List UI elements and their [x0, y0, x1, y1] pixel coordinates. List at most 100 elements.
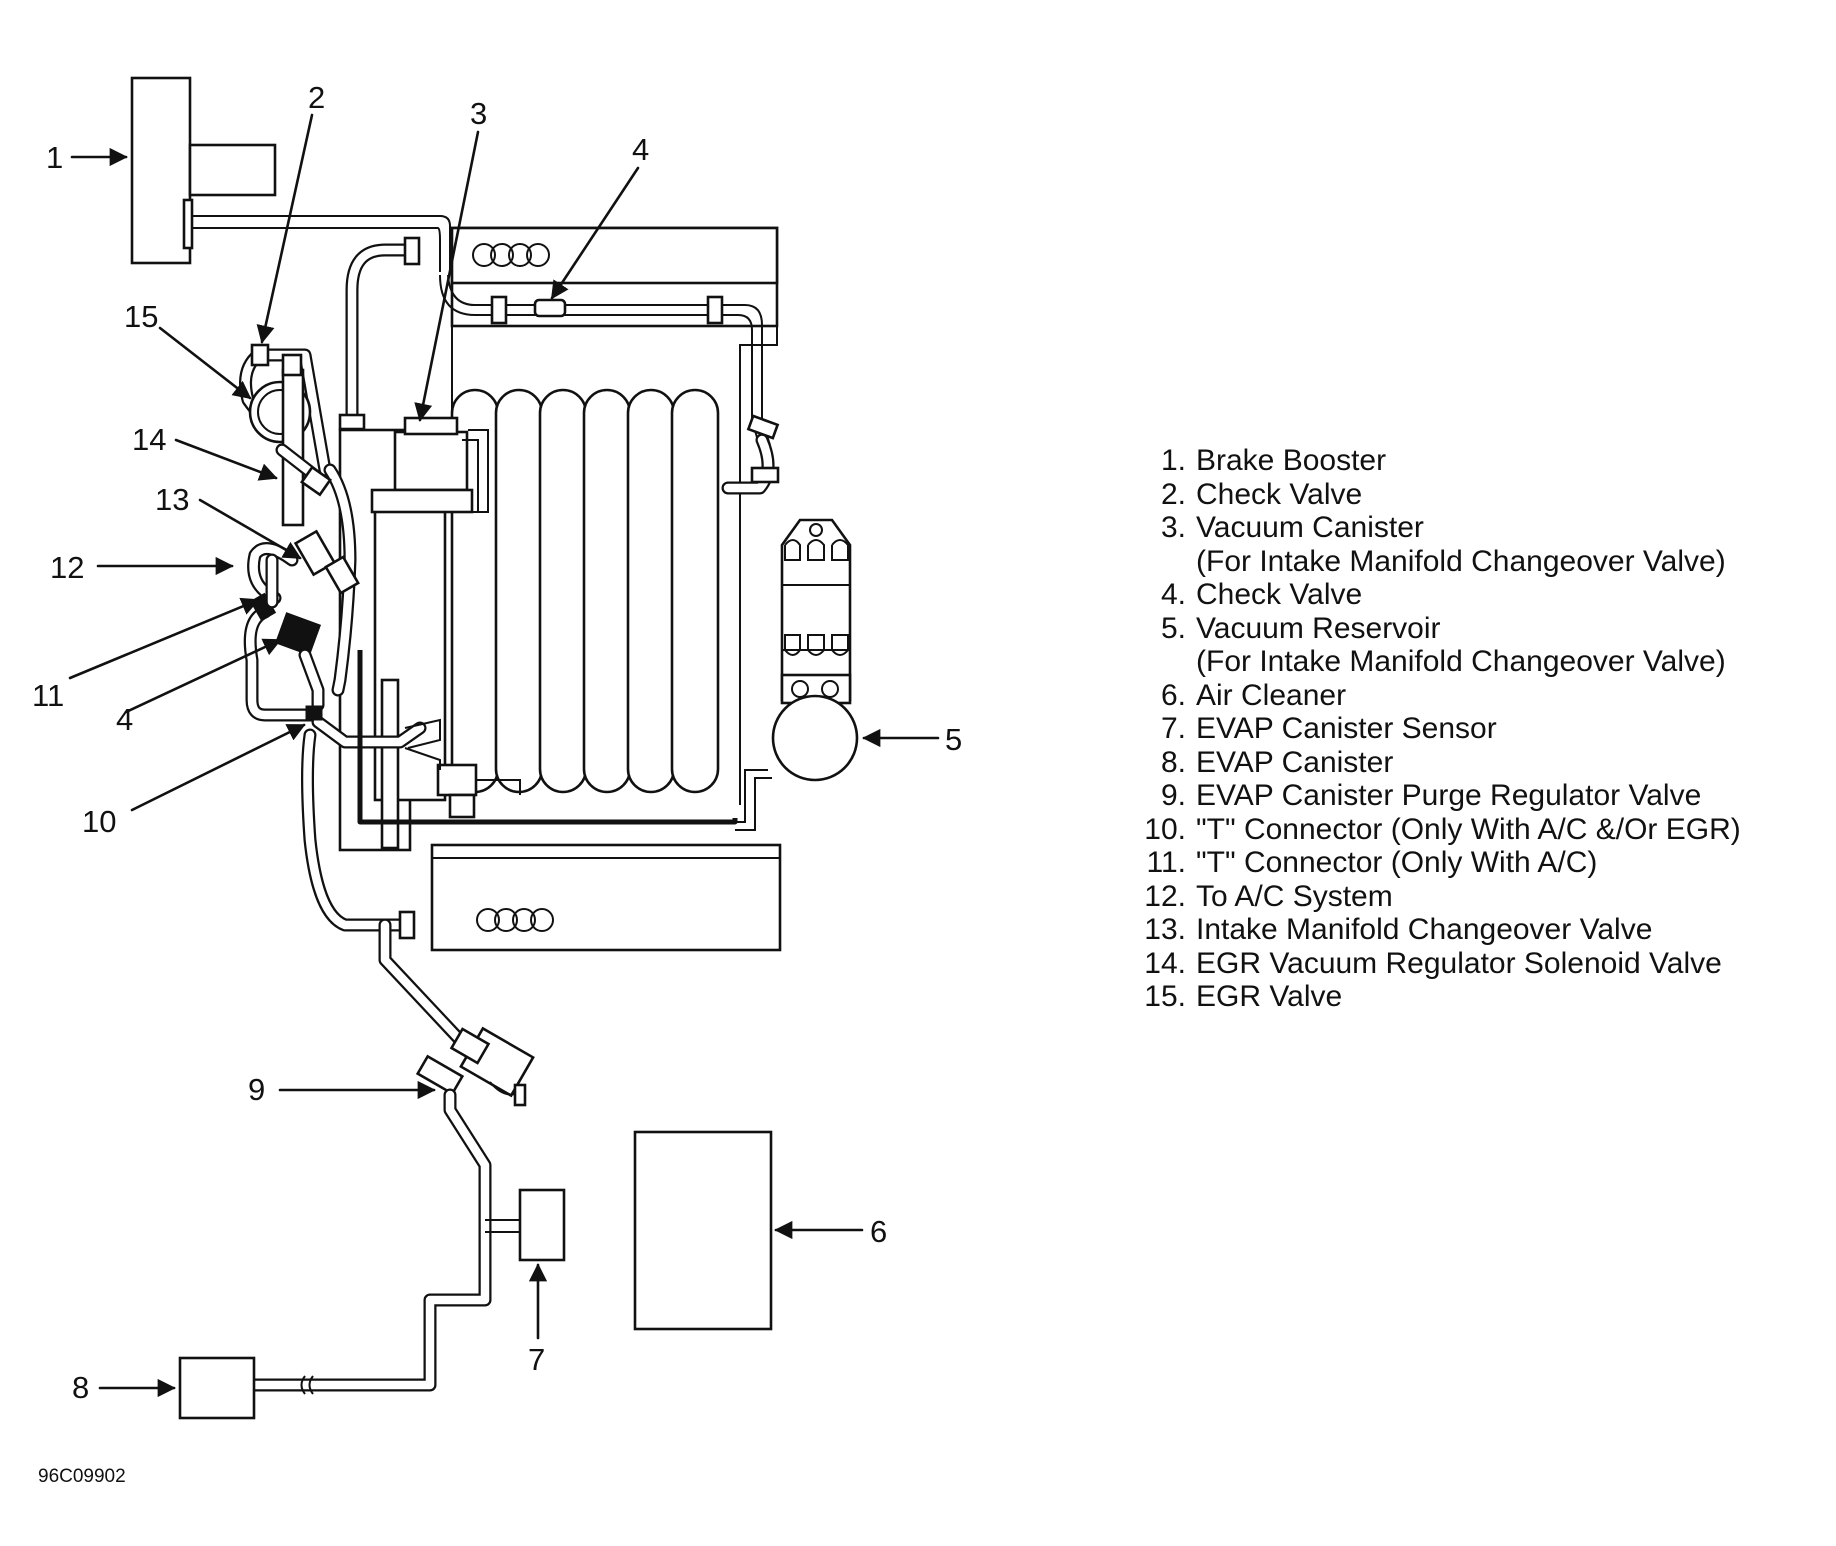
legend-number: 14.: [1144, 946, 1186, 980]
intake-manifold-changeover-valve: [293, 529, 360, 595]
vacuum-reservoir: [771, 518, 859, 782]
legend-label-main: Check Valve: [1196, 477, 1363, 511]
callout-9: 9: [248, 1072, 265, 1107]
figure-code: 96C09902: [38, 1466, 126, 1487]
legend-number: 5.: [1160, 611, 1186, 645]
vacuum-canister: [370, 416, 489, 514]
legend-label-note: (For Intake Manifold Changeover Valve): [1196, 645, 1726, 678]
evap-hose-lower: [233, 1088, 520, 1395]
callout-2: 2: [308, 80, 325, 115]
legend-item: 8. EVAP Canister: [1120, 746, 1820, 780]
engine-block: [338, 226, 782, 952]
legend-label: EVAP Canister: [1196, 746, 1393, 780]
legend-label-main: Air Cleaner: [1196, 678, 1347, 712]
legend-label-main: "T" Connector (Only With A/C &/Or EGR): [1196, 812, 1741, 846]
legend-number: 2.: [1160, 477, 1186, 511]
audi-rings-logo-bottom: [476, 908, 554, 932]
callout-5: 5: [945, 722, 962, 757]
callout-labels: 1 2 3 4 5 6 7 8 9 10 11 4 12 13 14 15: [32, 80, 962, 1405]
legend-item: 14. EGR Vacuum Regulator Solenoid Valve: [1120, 947, 1820, 981]
component-legend: 1. Brake Booster 2. Check Valve 3. Vacuum Can…: [1120, 444, 1820, 1014]
legend-label-main: Intake Manifold Changeover Valve: [1196, 913, 1653, 946]
legend-item: 1. Brake Booster: [1120, 444, 1820, 478]
legend-label-main: Vacuum Canister: [1196, 511, 1424, 544]
evap-canister: [178, 1356, 256, 1420]
callout-6: 6: [870, 1214, 887, 1249]
legend-label-main: EGR Vacuum Regulator Solenoid Valve: [1196, 946, 1722, 980]
legend-item: 15. EGR Valve: [1120, 980, 1820, 1014]
legend-label-main: EVAP Canister: [1196, 745, 1394, 779]
evap-canister-sensor: [518, 1188, 566, 1262]
legend-number: 11.: [1146, 846, 1186, 879]
audi-rings-logo-top: [472, 243, 550, 267]
legend-item: 4. Check Valve: [1120, 578, 1820, 612]
callout-12: 12: [50, 550, 84, 585]
legend-label-main: Brake Booster: [1196, 444, 1387, 477]
legend-label: EGR Valve: [1196, 980, 1342, 1014]
legend-label-main: EGR Valve: [1196, 980, 1343, 1013]
legend-item: 12. To A/C System: [1120, 880, 1820, 914]
callout-13: 13: [155, 482, 189, 517]
legend-item: 3. Vacuum Canister(For Intake Manifold Ch…: [1120, 511, 1820, 578]
legend-label: Air Cleaner: [1196, 679, 1346, 713]
legend-number: 3.: [1160, 511, 1186, 544]
legend-item: 11. "T" Connector (Only With A/C): [1120, 846, 1820, 880]
legend-item: 2. Check Valve: [1120, 478, 1820, 512]
legend-number: 12.: [1144, 879, 1186, 913]
callout-10: 10: [82, 804, 116, 839]
legend-label-note: (For Intake Manifold Changeover Valve): [1196, 544, 1726, 578]
legend-label-main: To A/C System: [1196, 879, 1393, 913]
legend-label-main: Vacuum Reservoir: [1196, 611, 1441, 645]
callout-3: 3: [470, 96, 487, 131]
callout-1: 1: [46, 140, 63, 175]
egr-vacuum-regulator-solenoid-valve: [275, 353, 332, 527]
callout-4-left: 4: [116, 702, 133, 737]
legend-label: Vacuum Reservoir(For Intake Manifold Cha…: [1196, 612, 1726, 679]
callout-4-top: 4: [632, 132, 649, 167]
legend-label: "T" Connector (Only With A/C): [1196, 846, 1597, 880]
legend-item: 13. Intake Manifold Changeover Valve: [1120, 913, 1820, 947]
legend-number: 1.: [1160, 444, 1186, 477]
legend-number: 7.: [1160, 712, 1186, 745]
callout-8: 8: [72, 1370, 89, 1405]
legend-label: To A/C System: [1196, 880, 1393, 914]
callout-15: 15: [124, 299, 158, 334]
evap-canister-purge-regulator-valve: [378, 918, 535, 1107]
legend-label-main: Check Valve: [1196, 578, 1363, 611]
legend-label: EGR Vacuum Regulator Solenoid Valve: [1196, 947, 1722, 981]
legend-label-main: "T" Connector (Only With A/C): [1196, 846, 1598, 879]
legend-item: 7. EVAP Canister Sensor: [1120, 712, 1820, 746]
legend-label: Check Valve: [1196, 578, 1362, 612]
legend-label: "T" Connector (Only With A/C &/Or EGR): [1196, 813, 1741, 847]
vacuum-hoses: [239, 236, 780, 940]
legend-label: Check Valve: [1196, 478, 1362, 512]
legend-number: 15.: [1144, 980, 1186, 1013]
legend-number: 6.: [1160, 678, 1186, 712]
legend-label-main: EVAP Canister Sensor: [1196, 712, 1497, 745]
intake-manifold-runners: [450, 388, 720, 794]
air-cleaner: [633, 1130, 773, 1331]
t-connector-10: [305, 705, 323, 721]
legend-number: 10.: [1144, 812, 1186, 846]
callout-7: 7: [528, 1342, 545, 1377]
check-valve-left: [274, 612, 325, 712]
legend-label-main: EVAP Canister Purge Regulator Valve: [1196, 779, 1702, 812]
legend-item: 9. EVAP Canister Purge Regulator Valve: [1120, 779, 1820, 813]
legend-number: 13.: [1144, 913, 1186, 946]
callout-leaders: [68, 113, 940, 1398]
legend-number: 4.: [1160, 578, 1186, 611]
callout-14: 14: [132, 422, 166, 457]
legend-number: 8.: [1160, 745, 1186, 779]
legend-label: EVAP Canister Purge Regulator Valve: [1196, 779, 1701, 813]
legend-item: 10. "T" Connector (Only With A/C &/Or EGR…: [1120, 813, 1820, 847]
legend-item: 5. Vacuum Reservoir(For Intake Manifold C…: [1120, 612, 1820, 679]
legend-item: 6. Air Cleaner: [1120, 679, 1820, 713]
legend-label: Intake Manifold Changeover Valve: [1196, 913, 1652, 947]
legend-label: Vacuum Canister(For Intake Manifold Chan…: [1196, 511, 1726, 578]
legend-label: EVAP Canister Sensor: [1196, 712, 1497, 746]
legend-number: 9.: [1160, 779, 1186, 812]
callout-11: 11: [32, 678, 64, 713]
legend-label: Brake Booster: [1196, 444, 1386, 478]
brake-booster: [130, 76, 451, 272]
